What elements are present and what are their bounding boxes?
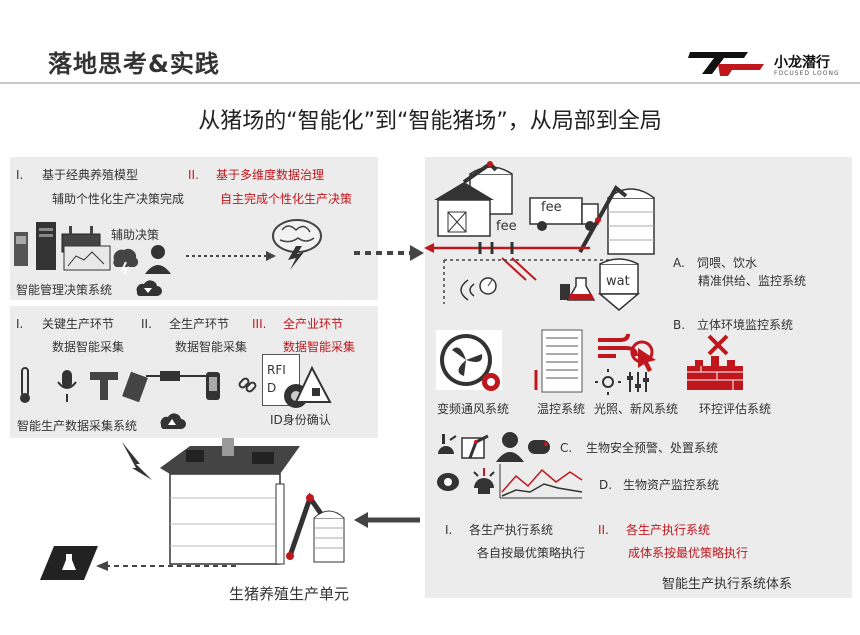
system-a-line2: 精准供给、监控系统 — [698, 274, 807, 288]
biosecurity-icons — [438, 432, 550, 462]
lab-output-icon — [40, 546, 98, 580]
environment-assessment-icon — [687, 334, 743, 390]
logo-subtext: FOCUSED LOONG — [774, 70, 840, 77]
id-confirm-label: ID身份确认 — [270, 413, 331, 427]
assist-decision-label: 辅助决策 — [111, 228, 160, 242]
title-divider — [0, 82, 860, 84]
icon-label-temperature: 温控系统 — [537, 402, 586, 416]
decision-i-line1: 基于经典养殖模型 — [42, 168, 139, 182]
ventilation-fan-icon — [436, 330, 502, 391]
decision-i-line2: 辅助个性化生产决策完成 — [52, 192, 185, 206]
sensor-icons-row — [20, 367, 220, 403]
asset-monitor-icons — [437, 464, 583, 499]
collect-iii-line1: 全产业环节 — [283, 317, 344, 331]
light-fresh-air-icon — [595, 333, 656, 395]
collect-i-line2: 数据智能采集 — [52, 340, 125, 354]
exec-ii-line1: 各生产执行系统 — [626, 523, 711, 537]
icon-label-ventilation: 变频通风系统 — [437, 402, 510, 416]
solid-arrow-to-unit — [354, 512, 420, 528]
system-c-line1: 生物安全预警、处置系统 — [586, 441, 719, 455]
link-chain-icon — [238, 377, 257, 393]
exec-i-num: I. — [445, 523, 453, 537]
decision-ii-num: II. — [188, 168, 199, 182]
collect-i-num: I. — [16, 317, 24, 331]
icon-label-light-air: 光照、新风系统 — [594, 402, 679, 416]
dotted-flow-arrow-center — [354, 245, 424, 261]
decision-ii-line1: 基于多维度数据治理 — [216, 168, 325, 182]
computer-equipment-icon — [14, 222, 111, 271]
logo-text: 小龙潜行 — [774, 55, 830, 71]
rfid-label: RFID — [267, 363, 286, 395]
exec-i-line1: 各生产执行系统 — [469, 523, 554, 537]
feeding-system-illustration — [424, 161, 655, 311]
collect-iii-num: III. — [252, 317, 267, 331]
collect-ii-line1: 全生产环节 — [169, 317, 230, 331]
id-tag-icon — [284, 365, 332, 408]
decision-i-num: I. — [16, 168, 24, 182]
cloud-upload-icon — [160, 413, 186, 429]
exec-system-label: 智能生产执行系统体系 — [662, 577, 793, 592]
decision-ii-line2: 自主完成个性化生产决策 — [220, 192, 353, 206]
exec-ii-line2: 成体系按最优策略执行 — [628, 546, 749, 560]
system-d-line1: 生物资产监控系统 — [623, 478, 720, 492]
collect-iii-line2: 数据智能采集 — [283, 340, 356, 354]
cloud-lightning-icon — [113, 248, 139, 275]
system-d-num: D. — [599, 478, 613, 492]
brand-logo: 小龙潜行 FOCUSED LOONG — [688, 50, 848, 80]
system-c-num: C. — [560, 441, 573, 455]
exec-i-line2: 各自按最优策略执行 — [477, 546, 586, 560]
temperature-control-icon — [534, 329, 583, 393]
exec-ii-num: II. — [598, 523, 609, 537]
decision-system-label: 智能管理决策系统 — [16, 283, 113, 297]
cloud-download-icon — [136, 280, 162, 296]
dashed-output-arrow — [96, 561, 236, 571]
collect-ii-line2: 数据智能采集 — [175, 340, 248, 354]
feed-truck-label: fee — [541, 200, 562, 215]
collect-ii-num: II. — [141, 317, 152, 331]
brain-lightning-icon — [272, 219, 322, 270]
icon-label-env-assessment: 环控评估系统 — [699, 402, 772, 416]
system-b-num: B. — [673, 318, 686, 332]
subtitle: 从猪场的“智能化”到“智能猪场”，从局部到全局 — [198, 109, 662, 134]
production-unit-illustration — [160, 438, 345, 565]
system-b-line1: 立体环境监控系统 — [697, 318, 794, 332]
page-title: 落地思考&实践 — [48, 50, 220, 78]
dotted-flow-arrow-left — [186, 251, 276, 261]
system-a-line1: 饲喂、饮水 — [697, 256, 758, 270]
system-a-num: A. — [673, 256, 685, 270]
water-tank-label: wat — [606, 274, 630, 289]
feed-bin-label-1: fee — [496, 219, 517, 234]
panel-collection — [10, 306, 378, 438]
operator-icon — [145, 245, 171, 274]
signal-arrow-down — [122, 442, 152, 480]
collect-i-line1: 关键生产环节 — [42, 317, 115, 331]
logo-mark-icon — [688, 52, 764, 76]
collect-system-label: 智能生产数据采集系统 — [17, 419, 138, 433]
production-unit-label: 生猪养殖生产单元 — [229, 585, 350, 603]
